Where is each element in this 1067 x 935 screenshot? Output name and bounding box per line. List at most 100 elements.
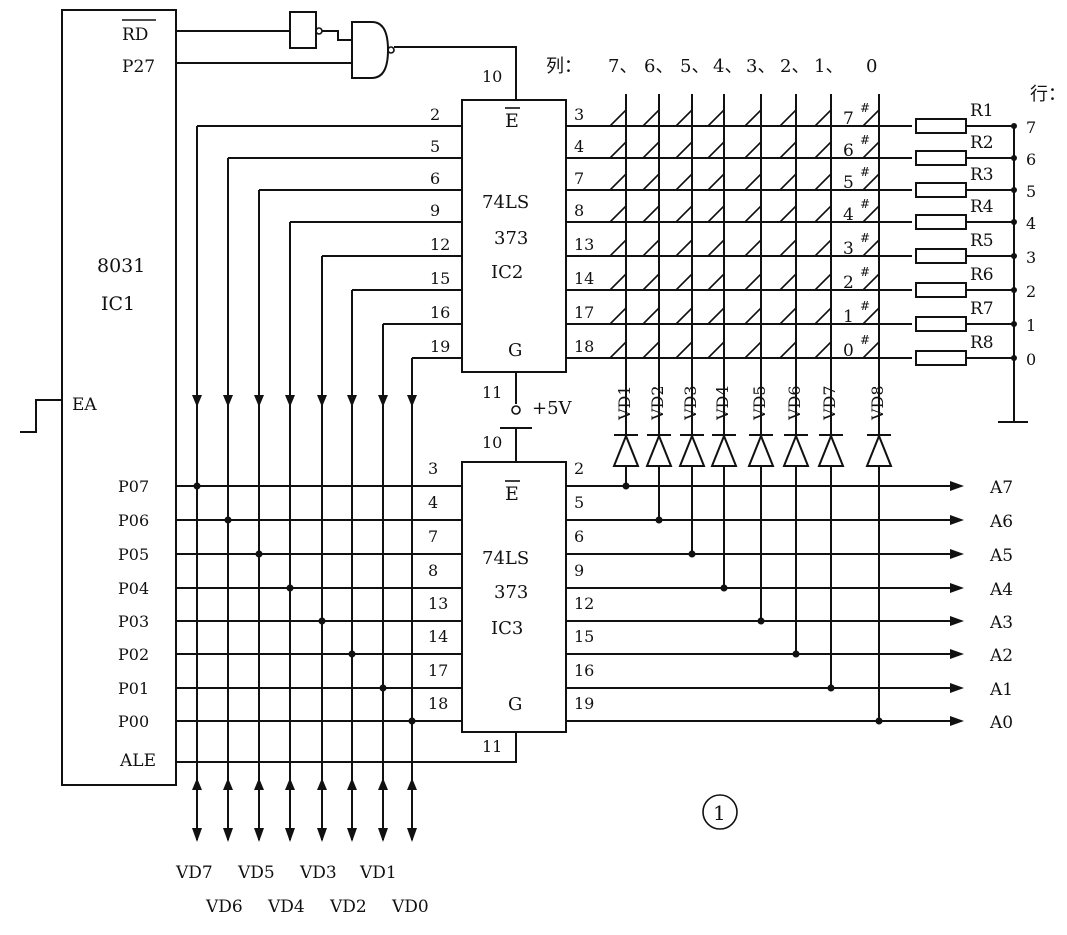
resistor-2	[915, 182, 967, 198]
key-label-3: 4	[843, 205, 854, 225]
key-switch-1-1	[642, 141, 660, 159]
bus-arrow-end-7	[407, 828, 417, 842]
supply-label: +5V	[532, 398, 573, 419]
address-label-2: A5	[989, 546, 1013, 566]
bus-arrow-up-2	[254, 778, 264, 790]
resistor-3	[915, 214, 967, 230]
diode-triangle-1	[645, 433, 673, 467]
bus-arrow-up-7	[407, 778, 417, 790]
ic1-pin-ale: ALE	[119, 751, 156, 771]
key-switch-7-5	[779, 341, 797, 359]
key-switch-2-0	[609, 173, 627, 191]
key-switch-1-2	[675, 141, 693, 159]
bus-label-bottom-0: VD6	[205, 897, 243, 917]
diode-label-1: VD2	[648, 385, 667, 421]
key-switch-0-2	[675, 109, 693, 127]
address-arrow-5	[950, 649, 964, 659]
port0-label-3: P04	[118, 579, 149, 598]
ic2-out-pin-6: 17	[574, 303, 594, 322]
key-switch-0-7	[862, 109, 880, 127]
ic3-out-pin-5: 15	[574, 627, 594, 646]
key-switch-4-4	[744, 239, 762, 257]
diode-label-3: VD4	[713, 385, 732, 421]
key-switch-7-7	[862, 341, 880, 359]
ic3-out-pin-6: 16	[574, 661, 594, 680]
diode-triangle-0	[612, 433, 640, 467]
inv-to-gate-wire	[322, 30, 352, 41]
ic2-out-pin-2: 7	[574, 169, 584, 188]
key-hash-4: #	[860, 231, 870, 245]
address-arrow-0	[950, 481, 964, 491]
resistor-label-6: R7	[970, 299, 994, 319]
ic3-out-pin-1: 5	[574, 493, 584, 512]
ic2-pin-e: 10	[482, 67, 502, 86]
key-switch-4-5	[779, 239, 797, 257]
diode-triangle-3	[710, 433, 738, 467]
row-number-1: 6	[1026, 150, 1036, 169]
row-number-4: 3	[1026, 248, 1036, 267]
key-switch-3-1	[642, 205, 660, 223]
key-switch-7-0	[609, 341, 627, 359]
resistor-label-7: R8	[970, 333, 994, 353]
ic2-g-label: G	[508, 340, 522, 361]
key-switch-0-1	[642, 109, 660, 127]
key-switch-0-5	[779, 109, 797, 127]
address-arrow-6	[950, 683, 964, 693]
diode-label-5: VD6	[785, 385, 804, 421]
resistor-label-2: R3	[970, 165, 994, 185]
key-label-7: 0	[843, 341, 854, 361]
port0-label-0: P07	[118, 477, 149, 496]
key-switch-7-4	[744, 341, 762, 359]
key-switch-0-0	[609, 109, 627, 127]
key-label-0: 7	[843, 109, 854, 129]
resistor-7	[915, 350, 967, 366]
ic3-in-pin-7: 18	[428, 694, 448, 713]
ic3-in-pin-6: 17	[428, 661, 448, 680]
bus-label-top-1: VD5	[237, 863, 275, 883]
key-switch-6-2	[675, 307, 693, 325]
ic3-pin-e: 10	[482, 433, 502, 452]
key-switch-7-6	[814, 341, 832, 359]
ic3-in-pin-0: 3	[428, 459, 438, 478]
bus-arrow-end-2	[254, 828, 264, 842]
key-switch-5-0	[609, 273, 627, 291]
column-number-3: 4、	[713, 56, 742, 77]
ic3-ground-symbol	[500, 427, 532, 462]
key-label-5: 2	[843, 273, 854, 293]
port0-label-5: P02	[118, 645, 149, 664]
key-switch-0-6	[814, 109, 832, 127]
column-number-5: 2、	[780, 56, 809, 77]
key-switch-3-3	[707, 205, 725, 223]
bus-arrow-up-4	[317, 778, 327, 790]
ic1-chip-label: 8031	[97, 255, 145, 277]
diode-triangle-6	[817, 433, 845, 467]
bus-arrow-end-6	[378, 828, 388, 842]
diode-label-4: VD5	[750, 385, 769, 421]
key-switch-3-4	[744, 205, 762, 223]
resistor-0	[915, 118, 967, 134]
ic2-body	[461, 99, 567, 373]
bus-arrow-end-5	[347, 828, 357, 842]
ic3-in-pin-3: 8	[428, 561, 438, 580]
address-label-1: A6	[989, 512, 1013, 532]
address-label-4: A3	[989, 613, 1013, 633]
ic2-out-pin-4: 13	[574, 235, 594, 254]
key-switch-3-7	[862, 205, 880, 223]
bus-arrow-up-0	[192, 778, 202, 790]
key-label-2: 5	[843, 173, 854, 193]
key-switch-6-7	[862, 307, 880, 325]
key-label-4: 3	[843, 239, 854, 259]
diode-triangle-2	[678, 433, 706, 467]
bus-arrow-up-1	[223, 778, 233, 790]
key-switch-2-5	[779, 173, 797, 191]
key-switch-0-4	[744, 109, 762, 127]
key-label-1: 6	[843, 141, 854, 161]
ic1-ref-label: IC1	[101, 293, 135, 315]
resistor-6	[915, 316, 967, 332]
ic2-in-pin-7: 19	[430, 337, 450, 356]
key-switch-6-0	[609, 307, 627, 325]
key-hash-1: #	[860, 133, 870, 147]
ic3-in-pin-2: 7	[428, 527, 438, 546]
ic2-number-label: 373	[494, 228, 528, 249]
